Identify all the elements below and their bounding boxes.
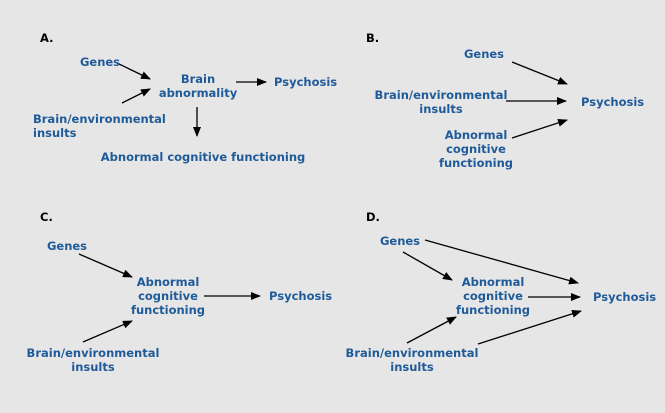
- panel-b-cog-line1: Abnormal: [444, 128, 508, 142]
- panel-d-insults-line2: insults: [390, 360, 434, 374]
- panel-a-insults-line1: Brain/environmental: [33, 112, 166, 126]
- arrow-a-genes-brain: [116, 62, 151, 80]
- panel-d-insults: Brain/environmental insults: [346, 346, 479, 374]
- panel-d-cog-line3: functioning: [455, 303, 531, 317]
- panel-c-cognitive: Abnormal cognitive functioning: [131, 275, 205, 317]
- panel-c-insults: Brain/environmental insults: [27, 346, 160, 374]
- panel-c-insults-line2: insults: [71, 360, 115, 374]
- panel-d-genes: Genes: [379, 234, 421, 248]
- panel-b-cognitive: Abnormal cognitive functioning: [439, 128, 513, 170]
- arrow-a-insults-brain: [121, 88, 151, 104]
- arrow-d-genes-psychosis: [424, 239, 579, 285]
- panel-b-letter: B.: [366, 31, 380, 45]
- arrow-b-genes-psychosis: [511, 61, 568, 85]
- panel-c-cog-line3: functioning: [130, 303, 206, 317]
- panel-c-cog-line1: Abnormal: [136, 275, 200, 289]
- panel-a-letter: A.: [40, 31, 54, 45]
- panel-d-cog-line2: cognitive: [463, 289, 523, 303]
- panel-d-psychosis: Psychosis: [593, 290, 657, 304]
- panel-b-insults-line1: Brain/environmental: [374, 88, 508, 102]
- panel-a-genes: Genes: [79, 55, 121, 69]
- panel-b-psychosis: Psychosis: [581, 95, 645, 109]
- panel-a-cognitive: Abnormal cognitive functioning: [100, 150, 306, 164]
- panel-a-insults-line2: insults: [33, 126, 77, 140]
- panel-d-letter: D.: [366, 210, 380, 224]
- arrow-c-genes-cognitive: [78, 253, 133, 278]
- panel-a-psychosis: Psychosis: [274, 75, 338, 89]
- panel-a-brain-abnormality: Brain abnormality: [159, 72, 237, 100]
- panel-c-insults-line1: Brain/environmental: [26, 346, 160, 360]
- panel-c-genes: Genes: [46, 239, 88, 253]
- panel-a-brain-line2: abnormality: [158, 86, 238, 100]
- panel-b-genes: Genes: [463, 47, 505, 61]
- arrow-c-insults-cognitive: [82, 320, 133, 343]
- panel-d-insults-line1: Brain/environmental: [345, 346, 479, 360]
- panel-b-cog-line2: cognitive: [446, 142, 506, 156]
- panel-a-insults: Brain/environmental insults: [33, 112, 166, 140]
- panel-a-brain-line1: Brain: [180, 72, 216, 86]
- panel-c-letter: C.: [40, 210, 53, 224]
- arrow-d-insults-psychosis: [477, 309, 582, 345]
- panel-b-insults: Brain/environmental insults: [375, 88, 508, 116]
- arrow-d-genes-cognitive: [402, 251, 453, 281]
- panel-b-cog-line3: functioning: [438, 156, 514, 170]
- panel-c-cog-line2: cognitive: [138, 289, 198, 303]
- panel-b-insults-line2: insults: [419, 102, 463, 116]
- arrow-b-cognitive-psychosis: [511, 118, 568, 139]
- panel-d-cog-line1: Abnormal: [461, 275, 525, 289]
- panel-c-psychosis: Psychosis: [269, 289, 333, 303]
- arrow-d-insults-cognitive: [406, 316, 457, 344]
- panel-d-cognitive: Abnormal cognitive functioning: [456, 275, 530, 317]
